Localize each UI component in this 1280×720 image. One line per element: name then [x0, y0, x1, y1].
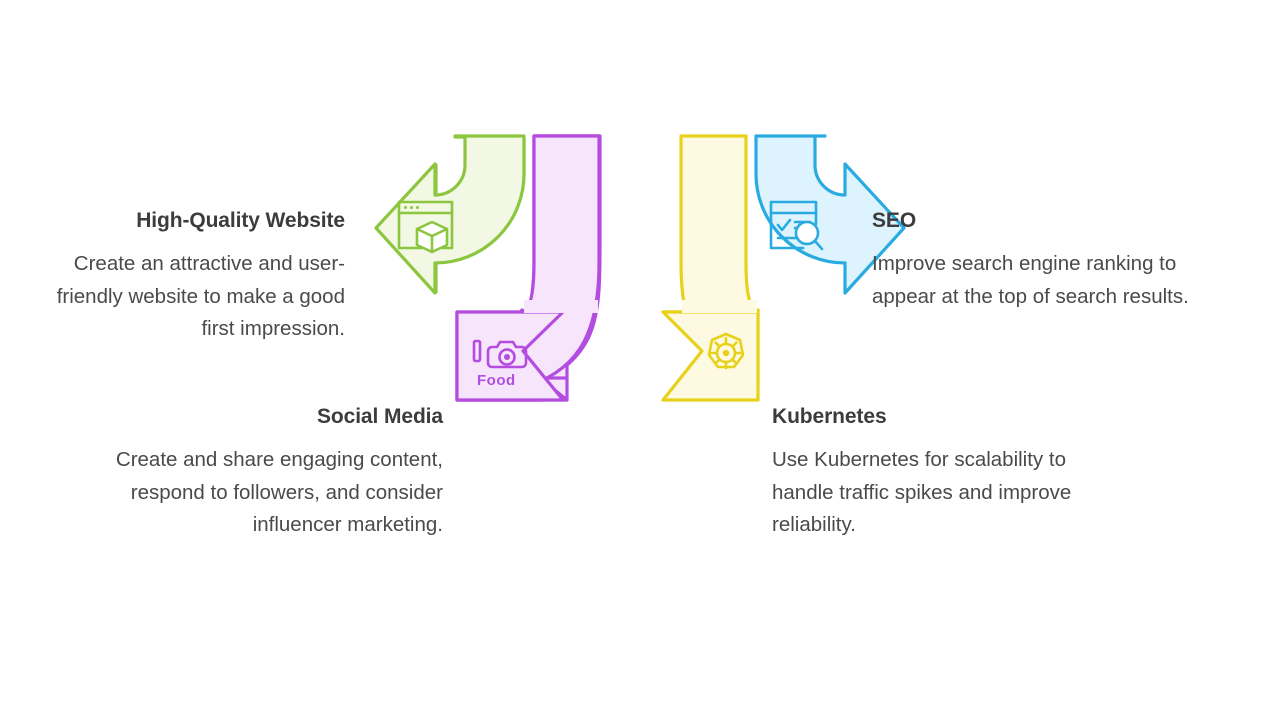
arrow-kubernetes[interactable]	[661, 134, 760, 402]
branch-text-kubernetes: Kubernetes Use Kubernetes for scalabilit…	[772, 404, 1107, 541]
branch-description-high-quality-website: Create an attractive and user-friendly w…	[56, 252, 345, 340]
search-checklist-icon	[769, 200, 824, 251]
branch-text-social-media: Social Media Create and share engaging c…	[95, 404, 443, 541]
branch-title-seo: SEO	[872, 209, 917, 232]
branch-description-social-media: Create and share engaging content, respo…	[115, 448, 443, 536]
kubernetes-helm-icon	[707, 332, 745, 370]
arrow-blue-body	[754, 134, 906, 295]
camera-food-icon-label: Food	[477, 372, 516, 389]
arrow-purple-joint	[524, 300, 598, 313]
branch-title-social-media: Social Media	[316, 405, 443, 428]
arrow-green-body	[374, 134, 526, 295]
arrow-seo[interactable]	[754, 134, 906, 295]
branch-text-high-quality-website: High-Quality Website Create an attractiv…	[30, 208, 345, 345]
branch-title-high-quality-website: High-Quality Website	[136, 209, 345, 232]
arrow-yellow-joint	[682, 300, 757, 313]
branch-description-kubernetes: Use Kubernetes for scalability to handle…	[772, 448, 1072, 536]
arrow-purple-band	[520, 134, 601, 390]
camera-food-icon	[472, 339, 528, 369]
branch-text-seo: SEO Improve search engine ranking to app…	[872, 208, 1212, 313]
arrow-high-quality-website[interactable]	[374, 134, 526, 295]
arrow-social-media[interactable]: Food	[455, 134, 602, 402]
branch-description-seo: Improve search engine ranking to appear …	[872, 252, 1189, 308]
branch-title-kubernetes: Kubernetes	[772, 405, 887, 428]
browser-window-cube-icon	[397, 200, 454, 254]
